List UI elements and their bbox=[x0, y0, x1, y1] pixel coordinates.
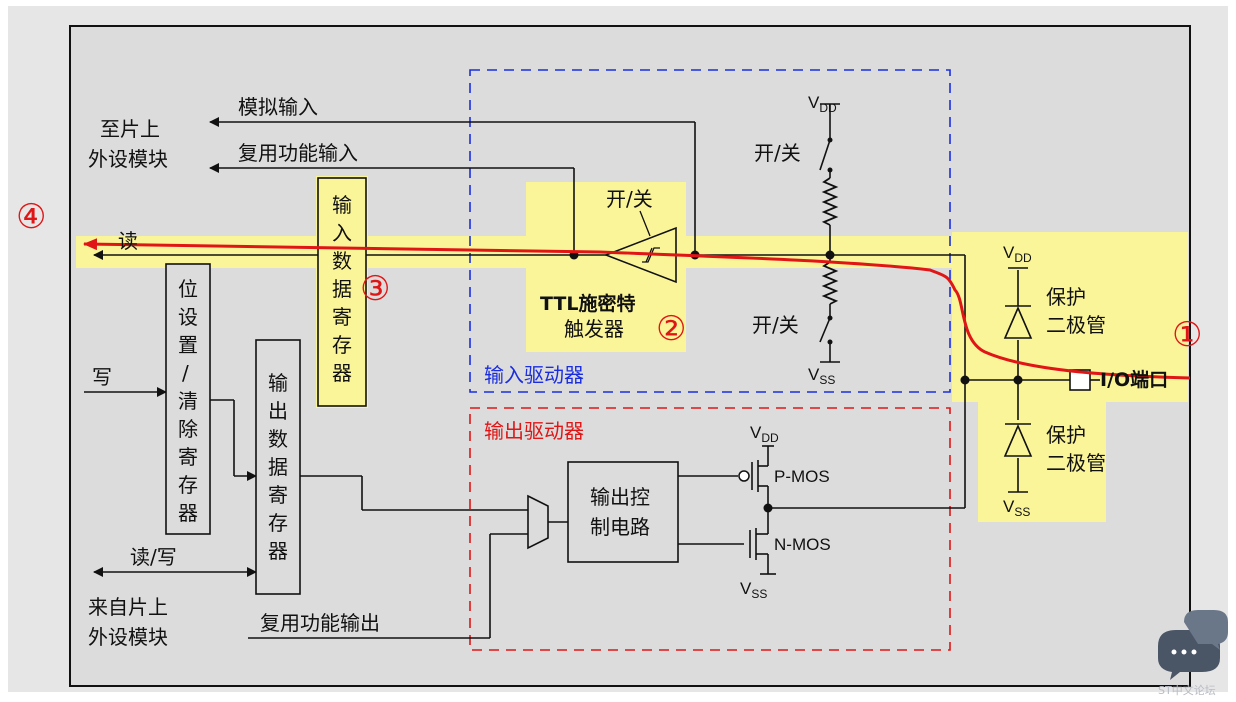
nmos-label: N-MOS bbox=[774, 535, 831, 554]
output-control-box bbox=[567, 461, 679, 563]
marker-3: ③ bbox=[360, 269, 390, 309]
watermark-logo: ST中文论坛 bbox=[1158, 610, 1228, 697]
vdd-diode-label: VDD bbox=[1003, 243, 1032, 265]
svg-text:存: 存 bbox=[268, 511, 288, 535]
switch-top-label: 开/关 bbox=[754, 141, 801, 165]
switch-bottom-label: 开/关 bbox=[752, 313, 799, 337]
vss-diode-label: VSS bbox=[1003, 497, 1030, 519]
vss-top-label: VSS bbox=[808, 365, 835, 387]
marker-1: ① bbox=[1172, 315, 1202, 355]
pmos-label: P-MOS bbox=[774, 467, 830, 486]
read-label: 读 bbox=[118, 229, 138, 253]
schmitt-switch-label: 开/关 bbox=[606, 187, 653, 211]
io-port-label: I/O端口 bbox=[1100, 368, 1168, 391]
ttl-schmitt-label-2: 触发器 bbox=[564, 317, 624, 341]
switch-bottom-lever bbox=[819, 317, 831, 343]
svg-text:输: 输 bbox=[332, 193, 352, 217]
protect-diode-top-label-1: 保护 bbox=[1046, 285, 1086, 309]
svg-text:数: 数 bbox=[332, 249, 352, 273]
input-driver-box bbox=[469, 69, 951, 393]
svg-text:设: 设 bbox=[178, 305, 198, 329]
vdd-pmos-label: VDD bbox=[750, 423, 779, 445]
protection-diodes bbox=[1003, 290, 1033, 457]
svg-text:据: 据 bbox=[332, 277, 352, 301]
protect-diode-bottom-label-1: 保护 bbox=[1046, 423, 1086, 447]
junction-dots bbox=[569, 137, 1023, 513]
svg-text:寄: 寄 bbox=[332, 305, 352, 329]
input-data-register-box bbox=[317, 177, 367, 407]
svg-text:除: 除 bbox=[178, 417, 198, 441]
svg-text:据: 据 bbox=[268, 455, 288, 479]
pmos-gate-bubble bbox=[738, 470, 750, 482]
read-write-label: 读/写 bbox=[130, 545, 177, 569]
vss-nmos-label: VSS bbox=[740, 579, 767, 601]
to-peripheral-label-1: 至片上 bbox=[100, 117, 160, 141]
svg-text:入: 入 bbox=[332, 221, 352, 245]
svg-text:器: 器 bbox=[332, 361, 352, 385]
svg-text:存: 存 bbox=[178, 473, 198, 497]
from-peripheral-label-1: 来自片上 bbox=[88, 595, 168, 619]
to-peripheral-label-2: 外设模块 bbox=[88, 147, 168, 171]
svg-text:器: 器 bbox=[178, 501, 198, 525]
marker-4: ④ bbox=[16, 197, 46, 237]
analog-input-label: 模拟输入 bbox=[238, 95, 318, 119]
svg-text:器: 器 bbox=[268, 539, 288, 563]
pull-down-resistor bbox=[821, 261, 839, 305]
svg-text:出: 出 bbox=[268, 399, 288, 423]
pull-up-resistor bbox=[821, 177, 839, 226]
output-control-label-1: 输出控 bbox=[590, 485, 650, 509]
protect-diode-top-label-2: 二极管 bbox=[1046, 313, 1106, 337]
svg-text:存: 存 bbox=[332, 333, 352, 357]
from-peripheral-label-2: 外设模块 bbox=[88, 625, 168, 649]
bit-set-reset-register-label: 位 设 置 / 清 除 寄 存 器 bbox=[178, 277, 198, 525]
output-driver-box bbox=[469, 407, 951, 651]
ttl-schmitt-label-1: TTL施密特 bbox=[540, 292, 635, 315]
switches bbox=[819, 139, 831, 343]
output-mux bbox=[527, 494, 549, 550]
input-data-register-label: 输 入 数 据 寄 存 器 bbox=[332, 193, 352, 385]
diode-top-icon bbox=[1003, 305, 1033, 339]
switch-top-lever bbox=[819, 139, 831, 171]
write-label: 写 bbox=[92, 365, 112, 389]
marker-2: ② bbox=[656, 309, 686, 349]
svg-text:清: 清 bbox=[178, 389, 198, 413]
vdd-top-label: VDD bbox=[808, 93, 837, 115]
svg-text:寄: 寄 bbox=[268, 483, 288, 507]
output-driver-label: 输出驱动器 bbox=[484, 419, 584, 443]
wires bbox=[84, 103, 1070, 639]
svg-text:数: 数 bbox=[268, 427, 288, 451]
output-data-register-box bbox=[255, 339, 301, 595]
alt-func-output-label: 复用功能输出 bbox=[260, 611, 380, 635]
alt-func-input-label: 复用功能输入 bbox=[238, 141, 358, 165]
protect-diode-bottom-label-2: 二极管 bbox=[1046, 451, 1106, 475]
svg-text:置: 置 bbox=[178, 333, 198, 357]
bit-set-reset-register-box bbox=[165, 263, 211, 535]
svg-text:位: 位 bbox=[178, 277, 198, 301]
read-signal-path bbox=[83, 238, 1191, 380]
svg-text:输: 输 bbox=[268, 371, 288, 395]
diode-bottom-icon bbox=[1003, 423, 1033, 457]
watermark-text: ST中文论坛 bbox=[1158, 683, 1216, 697]
input-driver-label: 输入驱动器 bbox=[484, 363, 584, 387]
svg-text:/: / bbox=[182, 361, 189, 385]
svg-text:寄: 寄 bbox=[178, 445, 198, 469]
output-control-label-2: 制电路 bbox=[590, 515, 650, 539]
output-data-register-label: 输 出 数 据 寄 存 器 bbox=[268, 371, 288, 563]
